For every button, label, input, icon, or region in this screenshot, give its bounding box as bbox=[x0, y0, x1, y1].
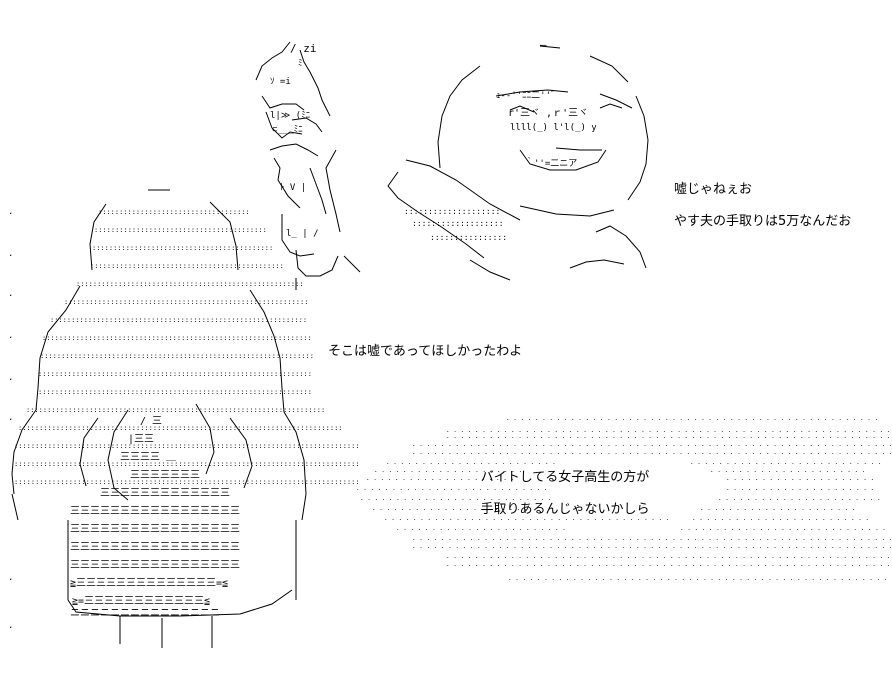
svg-text:三三三三三三三三三三三三三三三三三: 三三三三三三三三三三三三三三三三三 bbox=[70, 506, 240, 517]
svg-text:::::::::::::::::: :::::::::::::::: bbox=[430, 233, 507, 242]
svg-text:. . . . . . . . . . . . . . .: . . . . . . . . . . . . . . . . . . . . … bbox=[680, 525, 886, 532]
svg-text:. . . . . . . . . . . . . . .: . . . . . . . . . . . . . . . . . . . . … bbox=[446, 433, 892, 440]
svg-text:. . . . . . . . . . . . . . .: . . . . . . . . . . . . . . . . . . . . … bbox=[412, 449, 892, 456]
svg-text:. . . . . . . . . . . . . . .: . . . . . . . . . . . . . . . . . . . . … bbox=[372, 505, 527, 512]
svg-text:::::::::::::::::::::::::::::::: ::::::::::::::::::::::::::::::::::::::::… bbox=[18, 424, 343, 432]
svg-text:ﾄ V |: ﾄ V | bbox=[280, 183, 306, 193]
svg-text:::::::::::::::::::::::::::::::: ::::::::::::::::::::::::::::::::::::::::… bbox=[38, 388, 312, 396]
svg-text:ｿ =i: ｿ =i bbox=[270, 77, 291, 87]
svg-text:. . . . . . . . . . . . . . .: . . . . . . . . . . . . . . . . . . . . … bbox=[446, 427, 892, 434]
svg-text:. . . . . . . . . . . . . . .: . . . . . . . . . . . . . . . . . . . . … bbox=[446, 561, 892, 568]
svg-text:/ zi: / zi bbox=[290, 42, 317, 55]
svg-text:三三三三三三三三三三三三三三三三三: 三三三三三三三三三三三三三三三三三 bbox=[70, 542, 240, 553]
svg-text:/ 三: / 三 bbox=[140, 416, 162, 427]
svg-text:.: . bbox=[8, 289, 13, 299]
svg-text:. . . . . . . . . . . . . . .: . . . . . . . . . . . . . . . . . . . . … bbox=[726, 475, 874, 482]
svg-text:. . . . . . . . . . . . . . .: . . . . . . . . . . . . . . . . . . . . … bbox=[412, 535, 892, 542]
svg-text:. . . . . . . . . . . . . . .: . . . . . . . . . . . . . . . . . . . . … bbox=[508, 575, 887, 582]
svg-text:::::::::::::::::::::::::::::::: ::::::::::::::::::::::::::::::::::::::::… bbox=[92, 244, 273, 252]
svg-text:::::::::::::::::::::::::::::::: ::::::::::::::::::::::::::::::::::::::::… bbox=[14, 460, 360, 468]
svg-text:. . . . . . . . . . . . . . .: . . . . . . . . . . . . . . . . . . . . … bbox=[506, 415, 878, 422]
svg-text:. . . . . . . . . . . . . . .: . . . . . . . . . . . . . . . . . . . . … bbox=[692, 515, 869, 522]
svg-text:. . . . . . . . . . . . . . .: . . . . . . . . . . . . . . . . . . . . … bbox=[412, 543, 892, 550]
svg-text:.: . bbox=[8, 207, 13, 217]
svg-text:r'三ヾ ,ｒ'三ヾ: r'三ヾ ,ｒ'三ヾ bbox=[508, 108, 588, 119]
svg-text:｀''=二ニア: ｀''=二ニア bbox=[525, 156, 577, 169]
svg-text:三三三三 ＿: 三三三三 ＿ bbox=[120, 452, 176, 463]
svg-text:::::::::::::::::::::::::::::::: ::::::::::::::::::::::::::::::::::::::::… bbox=[38, 370, 312, 378]
svg-text:. . . . . . . . . . . . . . .: . . . . . . . . . . . . . . . . . . . . … bbox=[356, 485, 547, 492]
svg-text:::::::::::::::::::::::::::::::: ::::::::::::::::::::::::::::::::::::::::… bbox=[14, 478, 360, 486]
svg-text:l|≫ (ﾐﾆ: l|≫ (ﾐﾆ bbox=[270, 111, 311, 121]
svg-text:::::::::::::::::::::::::::::::: ::::::::::::::::::::::::::::::::::::::::… bbox=[94, 226, 267, 234]
svg-text:ニニニニニニニニニニニニニニニ: ニニニニニニニニニニニニニニニ bbox=[70, 608, 220, 619]
svg-text:l_ | /: l_ | / bbox=[286, 229, 319, 239]
svg-text:::::::::::::::::::::: :::::::::::::::::::: bbox=[404, 207, 500, 216]
svg-text:―: ― bbox=[540, 38, 547, 51]
bubble-text-line1: バイトしてる女子高生の方が bbox=[480, 470, 650, 485]
svg-text:. . . . . . . . . . . . . . .: . . . . . . . . . . . . . . . . . . . . … bbox=[710, 467, 865, 474]
svg-text:.: . bbox=[8, 621, 13, 631]
svg-text:三三三三三三三三三三三三三: 三三三三三三三三三三三三三 bbox=[100, 488, 230, 499]
svg-text:::::::::::::::::::::::::::::::: ::::::::::::::::::::::::::::::::::::::::… bbox=[90, 262, 284, 270]
svg-text:. . . . . . . . . . . . . . .: . . . . . . . . . . . . . . . . . . . . … bbox=[700, 505, 855, 512]
svg-text:::::::::::::::::::::::::::::::: ::::::::::::::::::::::::::::::::::::::::… bbox=[64, 298, 308, 306]
dialogue-upper-right-line1: 嘘じゃねぇお bbox=[674, 182, 753, 197]
svg-text:::::::::::::::::::::::::::::::: ::::::::::::::::::::::::::::::::::::::::… bbox=[76, 280, 304, 288]
svg-text:|三三: |三三 bbox=[128, 434, 154, 445]
svg-text:. . . . . . . . . . . . . . .: . . . . . . . . . . . . . . . . . . . . … bbox=[396, 525, 566, 532]
dialogue-upper-right-line2: やす夫の手取りは5万なんだお bbox=[674, 214, 852, 229]
svg-text:三三三三三三三三三三三三三三三三三: 三三三三三三三三三三三三三三三三三 bbox=[70, 560, 240, 571]
svg-text:三三三三三三三: 三三三三三三三 bbox=[130, 470, 200, 481]
svg-text:≧三三三三三三三三三三三三三三=≦: ≧三三三三三三三三三三三三三三=≦ bbox=[70, 578, 228, 589]
svg-text:.: . bbox=[8, 249, 13, 259]
svg-text:.: . bbox=[8, 573, 13, 583]
svg-text:::::::::::::::::::::::::::::::: ::::::::::::::::::::::::::::::::::::::::… bbox=[14, 442, 360, 450]
dialogue-middle-line: そこは嘘であってほしかったわよ bbox=[328, 344, 523, 359]
svg-text:. . . . . . . . . . . . . . .: . . . . . . . . . . . . . . . . . . . . … bbox=[366, 475, 514, 482]
svg-text:三三三三三三三三三三三三三三三三三: 三三三三三三三三三三三三三三三三三 bbox=[70, 524, 240, 535]
svg-text:. . . . . . . . . . . . . . .: . . . . . . . . . . . . . . . . . . . . … bbox=[446, 553, 892, 560]
svg-text:::::::::::::::::::::::::::::::: ::::::::::::::::::::::::::::::::::::::::… bbox=[42, 334, 312, 342]
svg-text:::::::::::::::::::::::::::::::: ::::::::::::::::::::::::::::::::::::::::… bbox=[26, 406, 325, 414]
svg-text:::::::::::::::::::::::::::::::: ::::::::::::::::::::::::::::::::::::::::… bbox=[50, 316, 307, 324]
svg-text:llll(_) l'l(_) y: llll(_) l'l(_) y bbox=[510, 123, 597, 133]
svg-text:⊂___ﾐﾆ: ⊂___ﾐﾆ bbox=[272, 125, 303, 135]
svg-text:. . . . . . . . . . . . . . .: . . . . . . . . . . . . . . . . . . . . … bbox=[386, 459, 556, 466]
svg-text:. . . . . . . . . . . . . . .: . . . . . . . . . . . . . . . . . . . . … bbox=[384, 515, 669, 522]
svg-text:.: . bbox=[8, 413, 13, 423]
bubble-text-line2: 手取りあるんじゃないかしら bbox=[480, 502, 650, 517]
svg-text:::::::::::::::::::::::::::::::: ::::::::::::::::::::::::::::::::::::::::… bbox=[40, 352, 314, 360]
svg-text:.: . bbox=[8, 373, 13, 383]
svg-text:. . . . . . . . . . . . . . .: . . . . . . . . . . . . . . . . . . . . … bbox=[374, 467, 522, 474]
svg-text:. . . . . . . . . . . . . . .: . . . . . . . . . . . . . . . . . . . . … bbox=[412, 441, 892, 448]
svg-text:. . . . . . . . . . . . . . .: . . . . . . . . . . . . . . . . . . . . … bbox=[718, 495, 881, 502]
svg-text:ｭ-‐''ﾆﾆ二''ﾞ: ｭ-‐''ﾆﾆ二''ﾞ bbox=[496, 90, 556, 101]
svg-text:. . . . . . . . . . . . . . .: . . . . . . . . . . . . . . . . . . . . … bbox=[726, 485, 874, 492]
svg-text:.: . bbox=[8, 331, 13, 341]
svg-text::::::::::::::::::::: ::::::::::::::::::: bbox=[412, 219, 504, 228]
svg-text:ﾐ: ﾐ bbox=[298, 59, 303, 69]
svg-text:::::::::::::::::::::::::::::::: :::::::::::::::::::::::::::::::::::: bbox=[98, 208, 250, 216]
svg-text:. . . . . . . . . . . . . . .: . . . . . . . . . . . . . . . . . . . . … bbox=[690, 459, 881, 466]
svg-text:. . . . . . . . . . . . . . .: . . . . . . . . . . . . . . . . . . . . … bbox=[360, 495, 551, 502]
svg-text:≧=三三三三三三三三三三三三≦: ≧=三三三三三三三三三三三三≦ bbox=[72, 596, 210, 607]
